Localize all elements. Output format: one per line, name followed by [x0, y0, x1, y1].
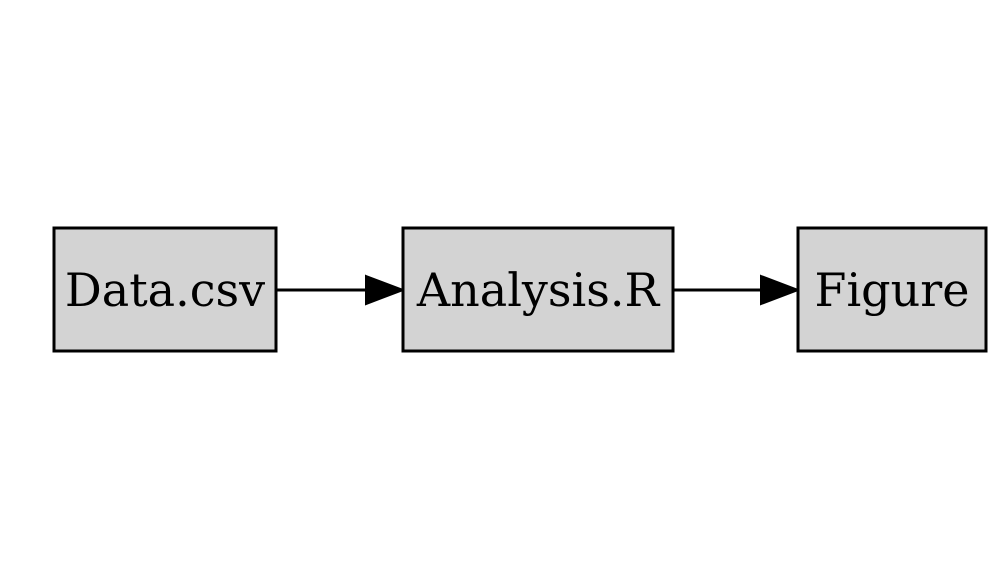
edge-analysis-to-figure	[673, 274, 801, 306]
node-analysis-r-box	[401, 226, 675, 353]
node-figure-box	[796, 226, 988, 353]
node-data-csv-label: Data.csv	[65, 263, 265, 317]
edge-data-to-analysis-arrowhead	[365, 274, 406, 306]
edge-data-to-analysis	[276, 274, 406, 306]
node-figure-label: Figure	[815, 263, 970, 317]
node-data-csv-box	[52, 226, 278, 353]
node-figure: Figure	[796, 226, 988, 353]
node-data-csv: Data.csv	[52, 226, 278, 353]
node-analysis-r-label: Analysis.R	[416, 263, 661, 317]
edge-analysis-to-figure-arrowhead	[760, 274, 801, 306]
node-analysis-r: Analysis.R	[401, 226, 675, 353]
